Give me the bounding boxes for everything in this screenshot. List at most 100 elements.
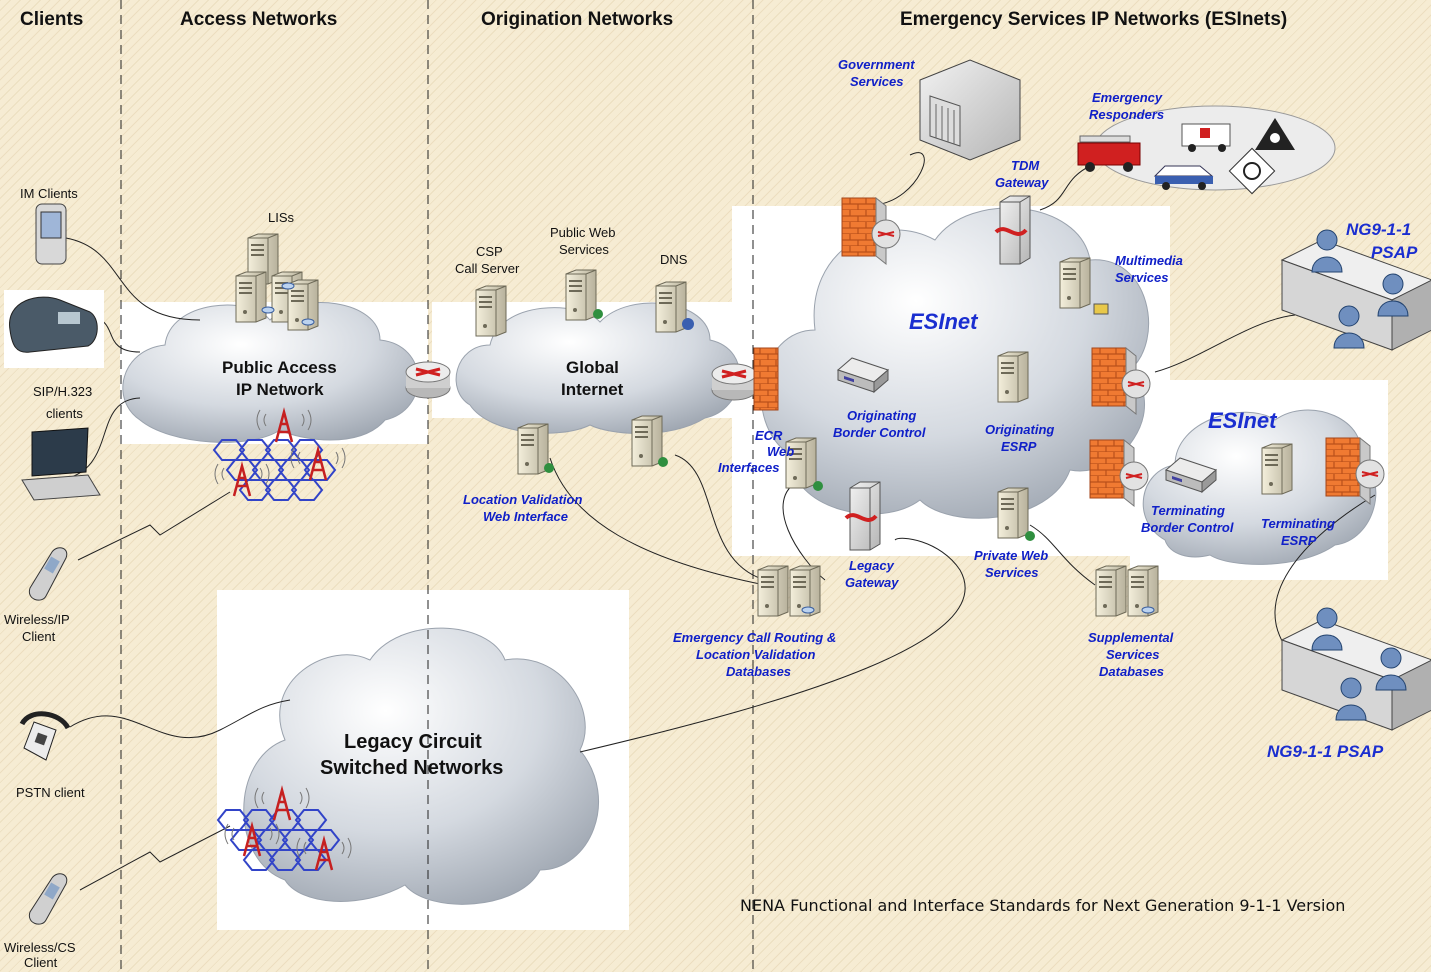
wireless-ip-phone-icon bbox=[28, 547, 68, 601]
global-internet-cloud bbox=[455, 302, 741, 434]
public-web-label-2: Services bbox=[559, 242, 609, 257]
terminating-border-control-label-2: Border Control bbox=[1141, 520, 1234, 535]
header-clients: Clients bbox=[20, 9, 84, 30]
originating-esrp-label-1: Originating bbox=[985, 422, 1055, 437]
im-client-device-icon bbox=[35, 203, 67, 265]
tdm-gateway-label-2: Gateway bbox=[995, 175, 1049, 190]
legacy-gateway-label-2: Gateway bbox=[845, 575, 899, 590]
wireless-ip-label-2: Client bbox=[22, 629, 56, 644]
terminating-esrp-server-icon bbox=[1261, 443, 1293, 495]
psap-bottom-desk-icon bbox=[1281, 607, 1431, 731]
globe-icon bbox=[813, 481, 823, 491]
multimedia-icon bbox=[1093, 303, 1109, 315]
wireless-cs-label-2: Client bbox=[24, 955, 58, 970]
ecr-web-interfaces-label-3: Interfaces bbox=[718, 460, 780, 475]
csp-call-server-icon bbox=[475, 285, 507, 337]
cell-tower-icon bbox=[289, 446, 347, 482]
ecr-databases-label-1: Emergency Call Routing & bbox=[673, 630, 837, 645]
globe-icon bbox=[544, 463, 554, 473]
government-services-label-1: Government bbox=[838, 57, 915, 72]
ecr-web-interfaces-label-2: Web bbox=[767, 444, 795, 459]
psap-top-label-2: PSAP bbox=[1371, 243, 1418, 262]
header-access-networks: Access Networks bbox=[180, 9, 338, 30]
psap-top-label-1: NG9-1-1 bbox=[1346, 220, 1412, 239]
ambulance-icon bbox=[1181, 123, 1231, 152]
liss-label: LISs bbox=[268, 210, 295, 225]
government-services-label-2: Services bbox=[850, 74, 904, 89]
terminating-esrp-label-1: Terminating bbox=[1261, 516, 1335, 531]
police-car-icon bbox=[1153, 165, 1214, 190]
public-web-server-icon bbox=[565, 269, 597, 321]
global-internet-label-1: Global bbox=[566, 358, 619, 377]
footer-source-text: NENA Functional and Interface Standards … bbox=[740, 896, 1346, 915]
dns-server-icon bbox=[655, 281, 687, 333]
location-validation-label-2: Web Interface bbox=[483, 509, 569, 524]
laptop-icon bbox=[21, 427, 101, 501]
dns-label: DNS bbox=[660, 252, 688, 267]
supplemental-databases-label-3: Databases bbox=[1099, 664, 1165, 679]
supplemental-databases-label-2: Services bbox=[1106, 647, 1160, 662]
multimedia-services-label-2: Services bbox=[1115, 270, 1169, 285]
legacy-gateway-label-1: Legacy bbox=[849, 558, 894, 573]
ecr-databases-label-3: Databases bbox=[726, 664, 792, 679]
ecr-web-interfaces-label-1: ECR bbox=[755, 428, 783, 443]
web-server-icon bbox=[631, 415, 663, 467]
originating-border-control-label-2: Border Control bbox=[833, 425, 926, 440]
radiation-icon bbox=[1228, 147, 1276, 195]
emergency-responders-label-2: Responders bbox=[1089, 107, 1165, 122]
government-building-icon bbox=[919, 59, 1021, 161]
terminating-border-control-label-1: Terminating bbox=[1151, 503, 1225, 518]
lis-server-cluster-icon bbox=[235, 233, 319, 331]
tdm-gateway-label-1: TDM bbox=[1011, 158, 1040, 173]
sip-clients-label-2: clients bbox=[46, 406, 83, 421]
private-web-services-label-1: Private Web bbox=[974, 548, 1049, 563]
wireless-cs-label-1: Wireless/CS bbox=[4, 940, 76, 955]
firewall-icon bbox=[753, 347, 779, 411]
public-web-label-1: Public Web bbox=[550, 225, 616, 240]
globe-icon bbox=[658, 457, 668, 467]
tdm-gateway-icon bbox=[994, 194, 1032, 266]
esinet-main-cloud bbox=[760, 207, 1150, 519]
header-origination-networks: Origination Networks bbox=[481, 9, 674, 30]
router-icon bbox=[710, 362, 758, 402]
im-clients-label: IM Clients bbox=[20, 186, 78, 201]
private-web-services-label-2: Services bbox=[985, 565, 1039, 580]
location-validation-label-1: Location Validation bbox=[463, 492, 583, 507]
private-web-server-icon bbox=[997, 487, 1029, 539]
fire-truck-icon bbox=[1077, 135, 1141, 172]
hazmat-icon bbox=[1255, 118, 1295, 150]
csp-label-1: CSP bbox=[476, 244, 503, 259]
pstn-phone-icon bbox=[19, 711, 71, 761]
psap-bottom-label: NG9-1-1 PSAP bbox=[1267, 742, 1384, 761]
csp-label-2: Call Server bbox=[455, 261, 520, 276]
terminating-esrp-label-2: ESRP bbox=[1281, 533, 1317, 548]
globe-icon bbox=[682, 318, 694, 330]
esinet-second-label: ESInet bbox=[1208, 408, 1277, 433]
emergency-responders-label-1: Emergency bbox=[1092, 90, 1163, 105]
multimedia-server-icon bbox=[1059, 257, 1091, 309]
legacy-circuit-cloud bbox=[243, 627, 599, 905]
wireless-cs-phone-icon bbox=[28, 873, 68, 925]
ecr-databases-label-2: Location Validation bbox=[696, 647, 816, 662]
supplemental-databases-label-1: Supplemental bbox=[1088, 630, 1174, 645]
pstn-client-label: PSTN client bbox=[16, 785, 85, 800]
router-icon bbox=[404, 360, 452, 400]
globe-icon bbox=[593, 309, 603, 319]
globe-icon bbox=[1025, 531, 1035, 541]
location-validation-server-icon bbox=[517, 423, 549, 475]
ecr-database-cluster-icon bbox=[757, 565, 821, 617]
header-esinets: Emergency Services IP Networks (ESInets) bbox=[900, 9, 1288, 30]
ip-phone-icon bbox=[4, 290, 104, 368]
originating-esrp-label-2: ESRP bbox=[1001, 439, 1037, 454]
global-internet-label-2: Internet bbox=[561, 380, 624, 399]
public-access-label-1: Public Access bbox=[222, 358, 337, 377]
originating-esrp-server-icon bbox=[997, 351, 1029, 403]
sip-clients-label-1: SIP/H.323 bbox=[33, 384, 93, 399]
legacy-network-label-2: Switched Networks bbox=[320, 757, 504, 779]
supplemental-database-cluster-icon bbox=[1095, 565, 1159, 617]
legacy-gateway-icon bbox=[844, 480, 882, 552]
esinet-main-label: ESInet bbox=[909, 309, 978, 334]
originating-border-control-label-1: Originating bbox=[847, 408, 917, 423]
